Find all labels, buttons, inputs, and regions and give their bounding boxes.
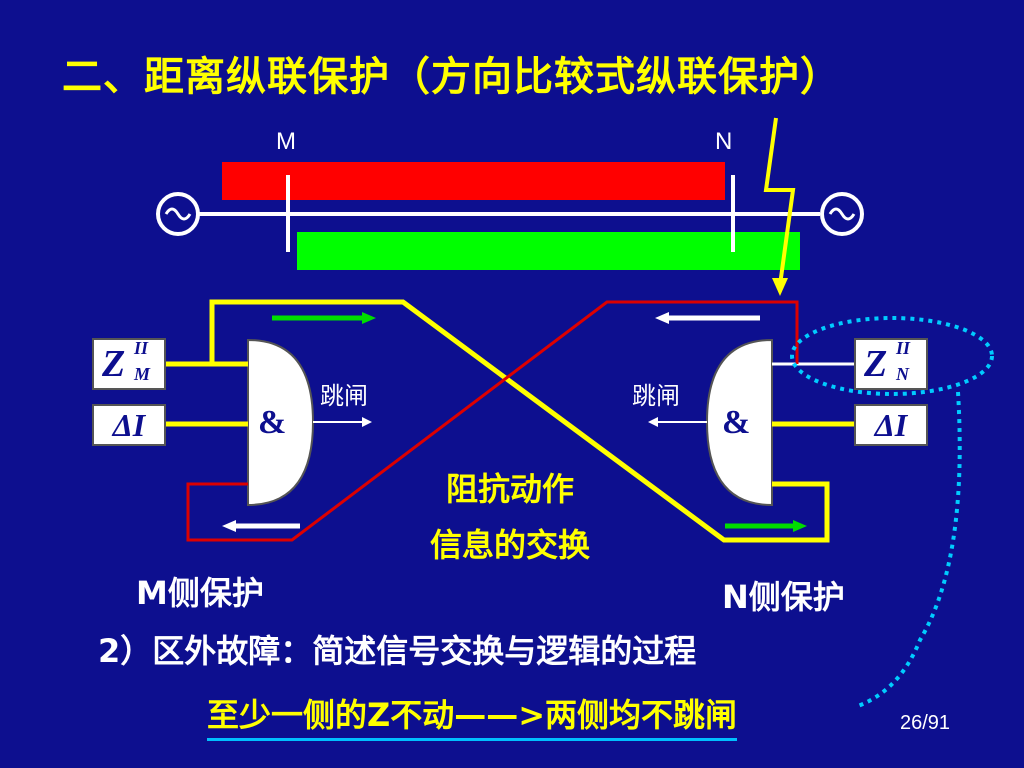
caption-line1: 阻抗动作 [445,470,574,508]
fault-arrow-head [772,278,788,296]
trip-label-m: 跳闸 [320,382,368,410]
page-title: 二、距离纵联保护（方向比较式纵联保护） [62,54,841,100]
dotted-callout-leader [857,391,962,708]
side-label-m: M侧保护 [136,574,264,612]
gate-n [705,338,773,507]
white-arrow-bottom-m [222,520,300,532]
relay-m-zone2-main: Z [102,343,126,385]
n-zone-bar [297,232,800,270]
relay-m-zone2-sup: II [134,338,149,358]
gate-n-symbol: & [722,404,751,441]
trip-arrow-n [648,417,707,427]
relay-n-zone2-main: Z [864,343,888,385]
subtitle: 2）区外故障：简述信号交换与逻辑的过程 [98,632,697,670]
trip-label-n: 跳闸 [632,382,680,410]
green-arrow-bottom-n [725,520,807,532]
relay-m-zone2-sub: M [134,364,151,384]
relay-n-zone2-sup: II [896,338,911,358]
gate-m [247,338,315,507]
bus-n-label: N [715,128,733,155]
red-exchange-path [186,300,799,542]
yellow-exchange-path [209,299,830,543]
relay-n-zone2-sub: N [896,364,909,384]
bus-m-label: M [276,128,296,155]
relay-m-zone2: Z II M [92,338,166,390]
side-label-n: N侧保护 [722,578,845,616]
m-zone-bar [222,162,725,200]
relay-n-zone2: Z II N [854,338,928,390]
trip-arrow-m [313,417,372,427]
gate-m-symbol: & [258,404,287,441]
generator-n-icon [820,192,864,236]
green-arrow-top-m [272,312,376,324]
relay-m-delta-i: ΔI [92,404,166,446]
generator-m-icon [156,192,200,236]
caption-line2: 信息的交换 [429,526,590,564]
fault-lightning-icon [763,117,796,286]
relay-n-delta-i: ΔI [854,404,928,446]
page-number: 26/91 [900,712,951,734]
conclusion: 至少一侧的Z不动——>两侧均不跳闸 [207,690,738,741]
white-arrow-top-n [655,312,760,324]
dotted-callout-ellipse [790,316,994,396]
